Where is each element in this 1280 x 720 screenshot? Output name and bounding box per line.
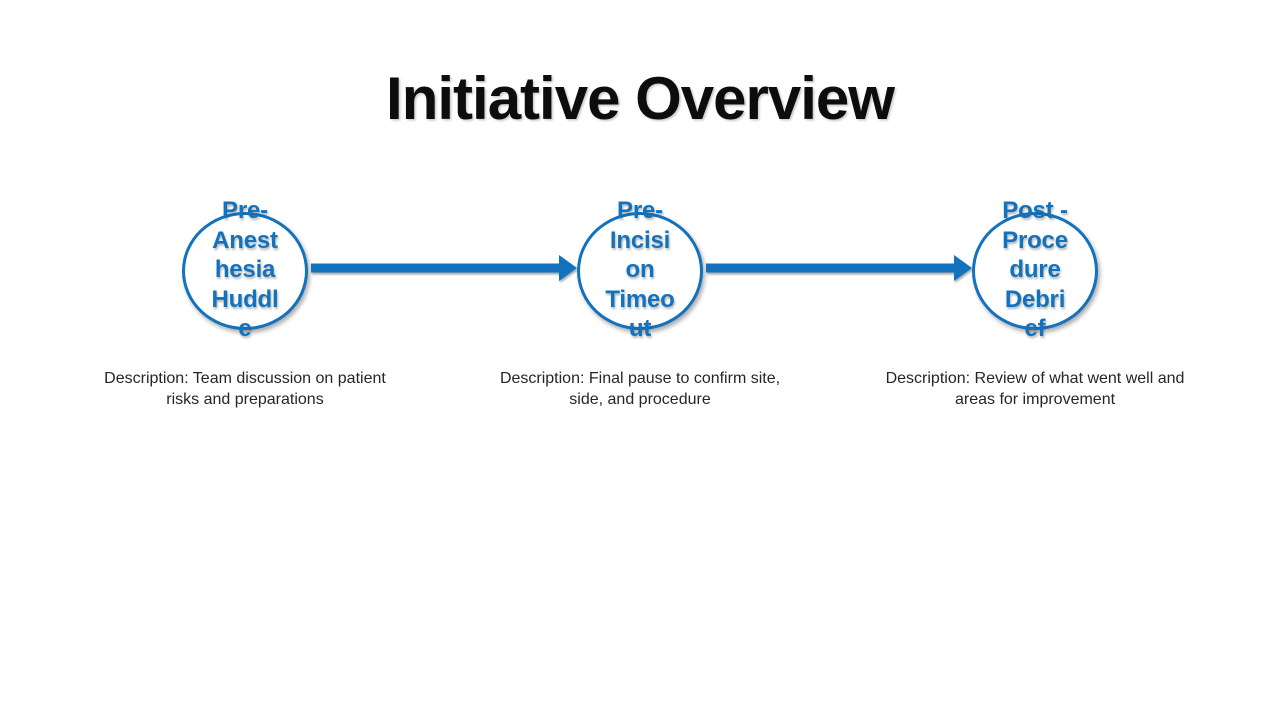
arrow-head-icon [559,255,577,281]
step-circle [972,212,1098,330]
arrow-shaft [706,263,954,273]
arrow-connector-2 [706,255,972,281]
step-description: Description: Final pause to confirm site… [499,370,781,408]
step-label: Pre- Incisi on Timeo ut [605,197,675,342]
step-pre-incision-timeout: Pre- Incisi on Timeo ut Description: Fin… [443,197,837,422]
step-circle [182,212,308,330]
arrow-connector-1 [311,255,577,281]
step-pre-anesthesia-huddle: Pre- Anest hesia Huddl e Description: Te… [48,197,442,422]
step-circle [577,212,703,330]
step-label: Pre- Anest hesia Huddl e [211,197,279,342]
step-description: Description: Review of what went well an… [885,370,1185,408]
step-post-procedure-debrief: Post - Proce dure Debri ef Description: … [838,197,1232,422]
step-description: Description: Team discussion on patient … [104,370,386,408]
arrow-shaft [311,263,559,273]
page-title: Initiative Overview [386,65,895,132]
step-label: Post - Proce dure Debri ef [1002,197,1068,342]
arrow-head-icon [954,255,972,281]
